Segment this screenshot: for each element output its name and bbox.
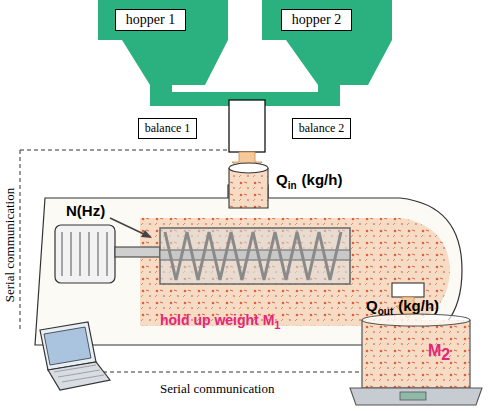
- balance-box: balance 2: [292, 118, 351, 139]
- hopper-body: [262, 0, 392, 100]
- outlet: [392, 283, 424, 297]
- label-text: Q: [366, 297, 378, 314]
- label-text: 2: [441, 346, 450, 363]
- serial-label: Serial communication: [160, 380, 274, 396]
- feeder-pipe: [229, 100, 265, 152]
- serial-label: Serial communication: [1, 188, 17, 302]
- hopper-label-box: hopper 1: [115, 9, 186, 31]
- mass-label: M2: [428, 343, 450, 363]
- label-text: in: [288, 180, 297, 191]
- powder-bed: [140, 218, 450, 326]
- speed-label: N(Hz): [66, 203, 105, 219]
- node-text: hopper 1: [126, 10, 175, 29]
- node-text: balance 2: [299, 119, 345, 137]
- label-text: N(Hz): [66, 202, 105, 219]
- holdup-label: hold up weight M1: [160, 312, 280, 331]
- hopper-body: [98, 0, 228, 100]
- node-text: balance 1: [145, 119, 191, 137]
- label-text: hold up weight M: [160, 312, 274, 328]
- collector: [362, 320, 470, 388]
- shaft: [115, 247, 160, 257]
- screw-chamber: [160, 228, 350, 284]
- label-text: out: [378, 306, 394, 317]
- label-text: Serial communication: [160, 381, 274, 396]
- label-text: Serial communication: [2, 188, 17, 302]
- screw-flight: [165, 232, 341, 280]
- flow-in-label: Qin (kg/h): [276, 172, 342, 191]
- flow-out-label: Qout (kg/h): [366, 298, 439, 317]
- motor: [55, 225, 115, 283]
- balance-box: balance 1: [138, 118, 197, 139]
- label-text: Q: [276, 171, 288, 188]
- inlet: [229, 163, 268, 173]
- label-text: (kg/h): [398, 297, 439, 314]
- label-text: M: [428, 342, 441, 359]
- scale: [350, 388, 482, 405]
- node-text: hopper 2: [292, 10, 341, 29]
- label-text: 1: [274, 319, 280, 331]
- label-text: (kg/h): [302, 171, 343, 188]
- hopper-label-box: hopper 2: [281, 9, 352, 31]
